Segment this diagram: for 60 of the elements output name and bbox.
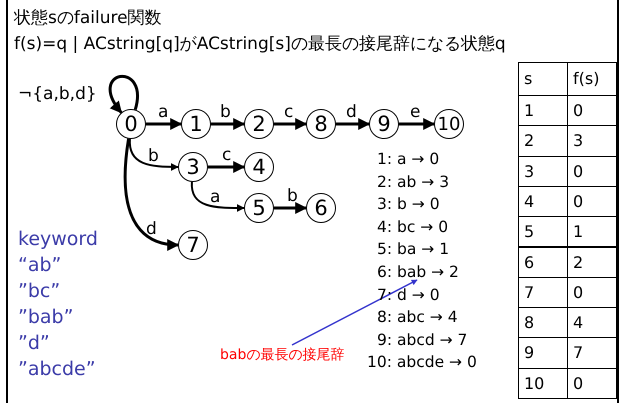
- arrow: [128, 138, 179, 171]
- state-circle: 8: [306, 109, 336, 139]
- mapping-line: 5: ba → 1: [377, 240, 450, 258]
- mapping-line: 9: abcd → 7: [377, 330, 468, 349]
- keyword-heading: keyword: [18, 228, 98, 250]
- keyword-item: ”abcde”: [18, 358, 96, 380]
- mapping-line: 10: abcde → 0: [367, 353, 477, 372]
- arrow: [124, 138, 180, 251]
- keyword-item: ”d”: [18, 332, 50, 354]
- edge-label: a: [158, 103, 168, 121]
- arrow: [399, 118, 436, 130]
- arrow: [211, 118, 246, 130]
- keyword-item: ”bab”: [18, 306, 74, 328]
- arrow: [108, 75, 139, 114]
- edge-label: a: [210, 188, 220, 206]
- definition-text: f(s)=q | ACstring[q]がACstring[s]の最長の接尾辞になる状態q: [14, 33, 506, 55]
- edge-label: ¬{a,b,d}: [18, 85, 97, 103]
- state-circle: 6: [306, 193, 336, 223]
- edge-label: b: [220, 103, 231, 121]
- mapping-line: 6: bab → 2: [377, 263, 459, 281]
- mapping-line: 1: a → 0: [377, 150, 440, 168]
- keyword-item: “ab”: [18, 254, 62, 276]
- arrow: [274, 202, 308, 214]
- edge-label: b: [287, 187, 298, 205]
- state-circle: 3: [178, 152, 208, 182]
- table-cell: 0: [567, 368, 617, 399]
- table-cell: 10: [518, 368, 568, 399]
- arrow: [274, 118, 308, 130]
- keyword-item: ”bc”: [18, 280, 60, 302]
- table-cell: 1: [567, 216, 617, 248]
- edge-label: d: [346, 103, 357, 121]
- state-circle: 4: [244, 152, 274, 182]
- state-circle: 2: [244, 109, 274, 139]
- mapping-line: 8: abc → 4: [377, 308, 458, 326]
- state-circle: 1: [181, 109, 211, 139]
- edge-label: d: [146, 220, 157, 238]
- state-circle: 10: [434, 109, 464, 139]
- edge-label: b: [148, 147, 159, 165]
- arrow: [336, 118, 370, 130]
- mapping-line: 4: bc → 0: [377, 218, 448, 236]
- callout-text: babの最長の接尾辞: [220, 346, 344, 364]
- table-cell: f(s): [567, 62, 617, 96]
- title: 状態sのfailure関数: [14, 7, 162, 29]
- table-cell: 6: [518, 246, 568, 278]
- table-cell: 2: [567, 246, 617, 278]
- edge-label: e: [410, 103, 420, 121]
- state-circle: 7: [178, 230, 208, 260]
- arrow: [292, 279, 418, 346]
- arrow: [190, 182, 245, 212]
- state-circle: 9: [369, 109, 399, 139]
- edge-label: c: [284, 103, 294, 121]
- mapping-line: 3: b → 0: [377, 195, 440, 214]
- edge-label: c: [222, 146, 232, 164]
- table-cell: s: [518, 62, 568, 96]
- table-cell: 5: [518, 216, 568, 248]
- state-circle: 0: [116, 109, 146, 139]
- mapping-line: 2: ab → 3: [377, 172, 450, 191]
- arrow: [208, 161, 246, 173]
- state-circle: 5: [244, 193, 274, 223]
- arrow: [146, 118, 182, 130]
